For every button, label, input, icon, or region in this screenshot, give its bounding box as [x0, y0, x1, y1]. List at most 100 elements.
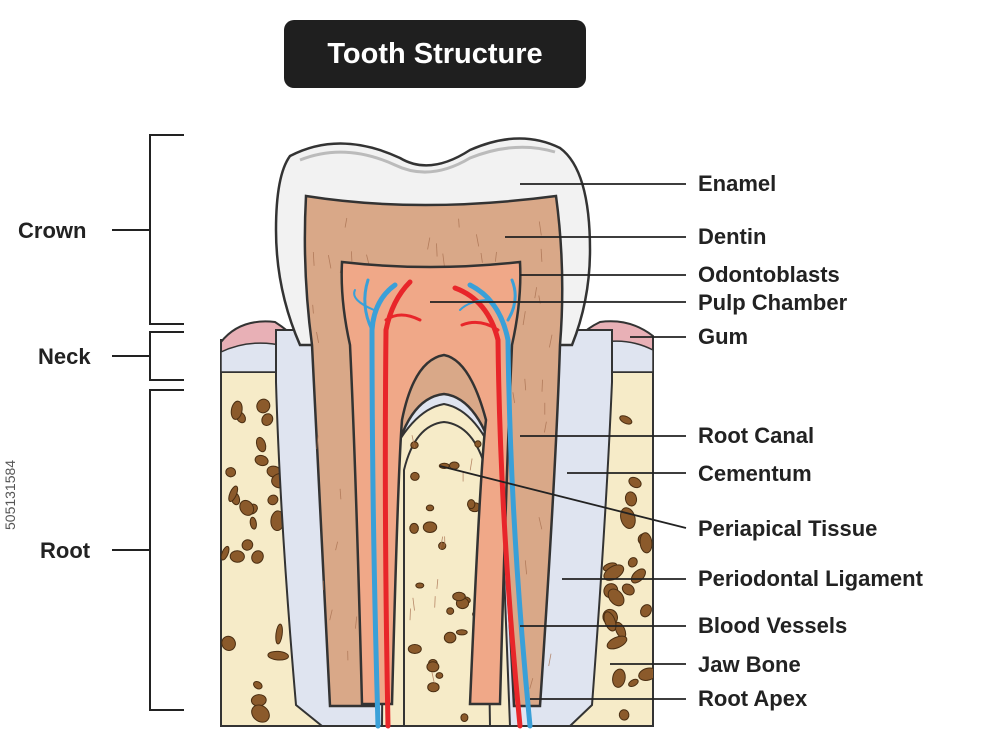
dentin-tubule — [339, 488, 342, 500]
bone-pore — [612, 668, 626, 688]
bone-pore — [221, 545, 230, 561]
dentin-tubule — [434, 596, 436, 608]
bone-pore — [621, 583, 635, 596]
bone-pore — [640, 604, 652, 618]
stock-id: 505131584 — [2, 459, 18, 530]
bone-pore — [228, 485, 239, 503]
bone-pore — [618, 709, 630, 721]
dentin-tubule — [524, 560, 527, 575]
label-root-apex: Root Apex — [698, 686, 808, 711]
bone-pore — [225, 467, 237, 478]
bone-pore — [435, 672, 444, 679]
bone-pore — [474, 440, 482, 448]
bone-pore — [251, 704, 270, 723]
bone-pore — [628, 476, 642, 489]
bone-pore — [241, 539, 254, 551]
dentin-tubule — [524, 378, 527, 391]
bone-pore — [427, 682, 440, 693]
dentin-tubule — [344, 217, 348, 228]
bone-pore — [251, 550, 264, 564]
bone-pore — [426, 661, 440, 673]
dentin-tubule — [495, 251, 497, 262]
bone-pore — [619, 415, 633, 425]
dentin-tubule — [512, 392, 515, 404]
bone-pore — [229, 550, 245, 563]
leader-periapical-tissue — [439, 465, 687, 529]
dentin-tubule — [355, 616, 358, 629]
dentin-tubule — [529, 678, 534, 689]
dentin-tubule — [522, 311, 526, 326]
bone-pore — [249, 516, 257, 530]
bone-pore — [452, 591, 466, 602]
label-pulp-chamber: Pulp Chamber — [698, 290, 848, 315]
dentin-tubule — [412, 597, 415, 611]
bone-pore — [415, 582, 425, 589]
bone-pore — [221, 635, 236, 651]
bone-pore — [254, 454, 269, 467]
bone-pore — [267, 494, 279, 506]
dentin-tubule — [439, 536, 444, 550]
bone-pore — [639, 532, 653, 554]
dentin-tubule — [427, 237, 431, 250]
label-dentin: Dentin — [698, 224, 767, 249]
bone-pore — [261, 413, 274, 426]
dentin-tubule — [351, 251, 353, 262]
dentin-tubule — [544, 421, 547, 433]
bone-pore — [409, 522, 419, 534]
label-periodontal-ligament: Periodontal Ligament — [698, 566, 923, 591]
dentin-tubule — [316, 331, 319, 343]
dentin-tubule — [312, 251, 315, 266]
page-title: Tooth Structure — [327, 38, 543, 70]
bone-pore — [407, 644, 422, 654]
bone-pore — [275, 623, 283, 645]
label-blood-vessels: Blood Vessels — [698, 613, 848, 638]
dentin-tubule — [312, 304, 314, 314]
dentin-tubule — [366, 254, 370, 264]
blood-vessels — [353, 278, 533, 729]
section-brackets — [112, 134, 184, 711]
label-root-canal: Root Canal — [698, 423, 815, 448]
dentin-tubule — [480, 252, 483, 263]
dentin-tubule — [436, 243, 438, 257]
dentin-tubule — [436, 579, 439, 589]
dentin-tubule — [442, 253, 445, 268]
label-enamel: Enamel — [698, 171, 777, 196]
label-odontoblasts: Odontoblasts — [698, 262, 840, 287]
bone-pore — [455, 629, 468, 636]
label-jaw-bone: Jaw Bone — [698, 652, 801, 677]
bone-pore — [606, 635, 628, 650]
bone-pore — [253, 680, 263, 690]
label-cementum: Cementum — [698, 461, 812, 486]
dentin-tubule — [431, 672, 435, 684]
dentin-tubule — [329, 609, 333, 621]
bone-pore — [627, 557, 638, 568]
dentin-tubule — [409, 608, 411, 621]
bone-pore — [467, 499, 476, 510]
bone-pore — [638, 667, 653, 681]
label-gum: Gum — [698, 324, 749, 349]
bone-pore — [410, 471, 420, 481]
section-label-crown: Crown — [18, 218, 87, 243]
dentin-tubule — [548, 653, 552, 667]
dentin-tubule — [335, 541, 338, 551]
section-label-neck: Neck — [38, 344, 91, 369]
dentin-tubule — [540, 248, 543, 262]
bone-pore — [230, 400, 243, 420]
dentin-tubule — [538, 221, 542, 236]
dentin-tubule — [534, 287, 537, 299]
bone-pore — [239, 499, 255, 516]
bone-pore — [628, 678, 639, 688]
section-label-root: Root — [40, 538, 91, 563]
label-periapical-tissue: Periapical Tissue — [698, 516, 878, 541]
dentin-tubule — [538, 517, 543, 530]
bone-pore — [460, 713, 469, 722]
dentin-tubule — [469, 458, 473, 471]
bone-pore — [607, 588, 625, 607]
bone-pore — [446, 607, 455, 615]
dentin-tubule — [549, 334, 553, 348]
dentin-tubule — [541, 379, 543, 392]
dentin-tubule — [316, 435, 319, 450]
bone-pore — [443, 631, 457, 644]
